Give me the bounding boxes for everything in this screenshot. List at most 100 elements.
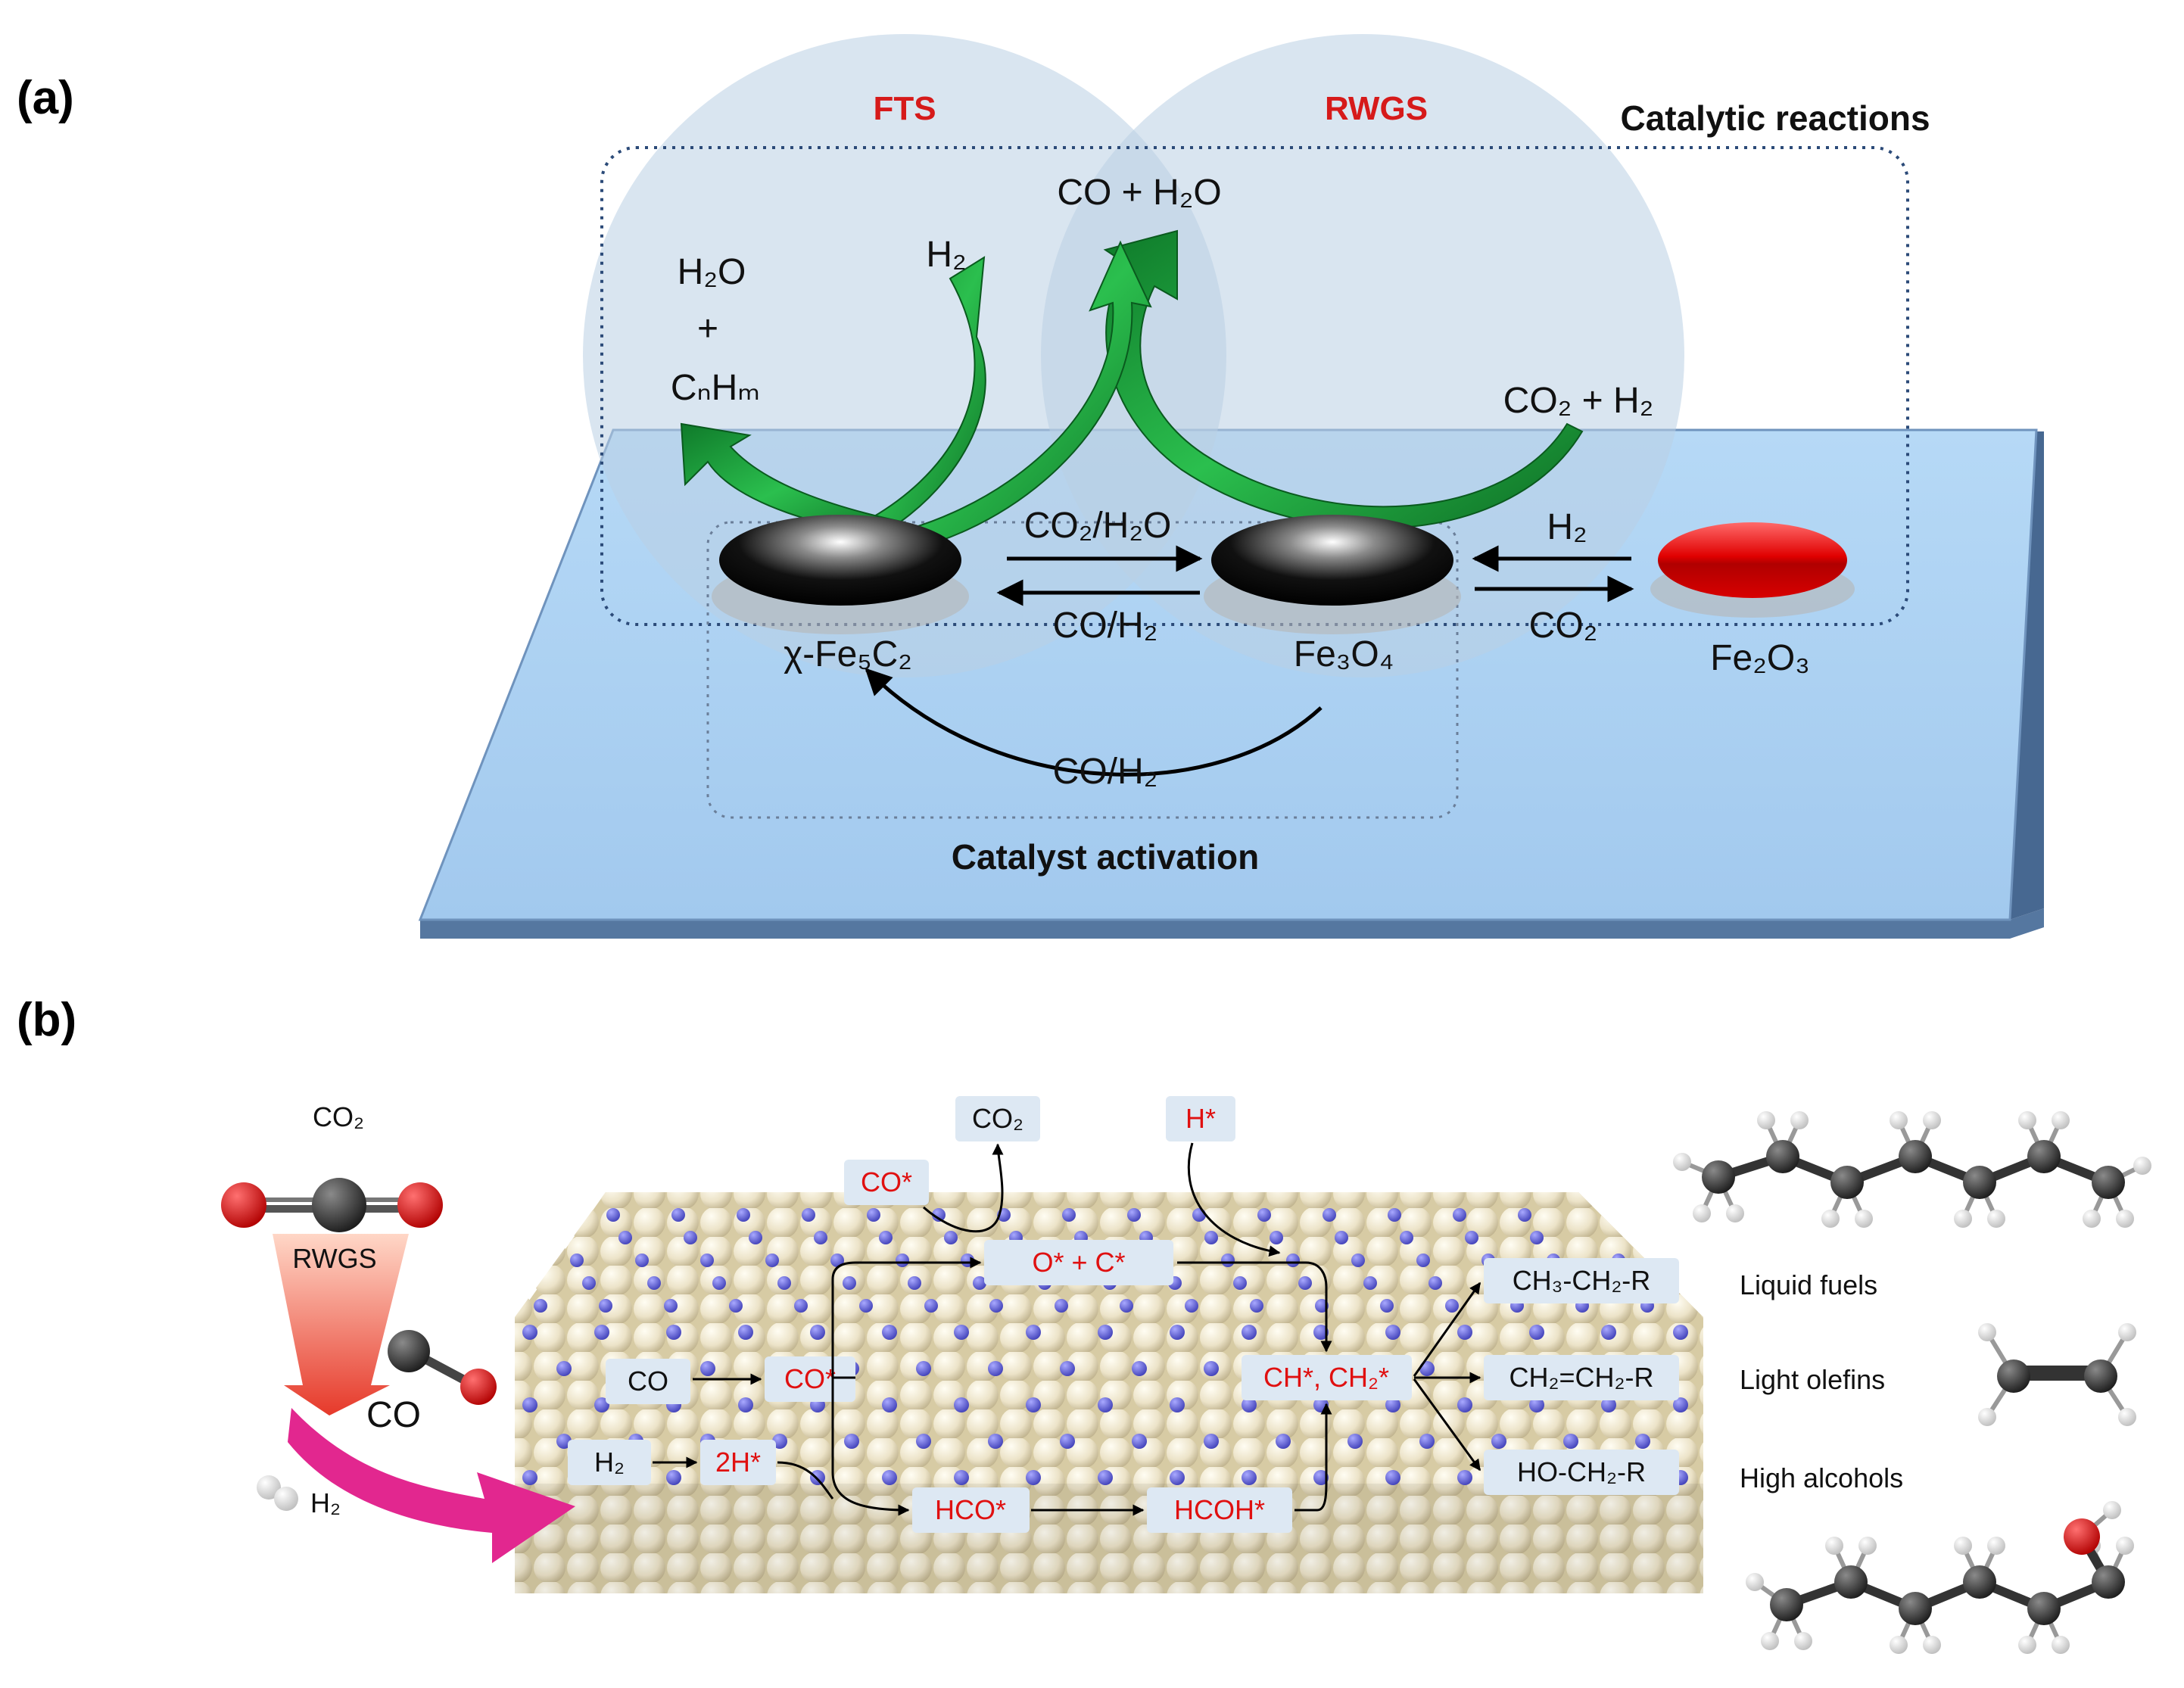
- hydrogen-atom: [1726, 1204, 1744, 1222]
- light-olefins-label: Light olefins: [1740, 1364, 1885, 1395]
- surface-atom: [802, 1208, 815, 1222]
- surface-atom: [1060, 1434, 1075, 1449]
- co-h2-bottom-label: CO/H₂: [1053, 752, 1158, 792]
- surface-atom: [1635, 1434, 1650, 1449]
- fe5c2-label: χ-Fe₅C₂: [784, 634, 912, 674]
- surface-atom: [810, 1470, 825, 1485]
- surface-atom: [729, 1299, 743, 1313]
- surface-atom: [1098, 1470, 1113, 1485]
- surface-atom: [1170, 1470, 1185, 1485]
- surface-atom: [1026, 1325, 1041, 1340]
- hydrogen-atom: [1693, 1204, 1711, 1222]
- surface-atom: [1385, 1397, 1400, 1412]
- product-1: CH₃-CH₂-R: [1513, 1265, 1651, 1296]
- hydrogen-atom: [1794, 1632, 1812, 1650]
- hydrogen-atom: [2133, 1157, 2151, 1175]
- surface-atom: [810, 1325, 825, 1340]
- surface-atom: [1204, 1434, 1219, 1449]
- surface-atom: [664, 1299, 678, 1313]
- liquid-fuels-label: Liquid fuels: [1740, 1269, 1877, 1300]
- fe5c2-particle: [719, 515, 961, 606]
- high-alcohols-label: High alcohols: [1740, 1462, 1903, 1493]
- surface-atom: [1457, 1470, 1472, 1485]
- box-hco: HCO*: [935, 1494, 1006, 1525]
- surface-atom: [1457, 1397, 1472, 1412]
- hydrogen-atom: [1890, 1636, 1908, 1654]
- fts-label: FTS: [873, 90, 936, 127]
- surface-atom: [1204, 1361, 1219, 1376]
- co2-right-label: CO₂: [1529, 606, 1598, 646]
- surface-atom: [867, 1208, 880, 1222]
- surface-atom: [1060, 1361, 1075, 1376]
- hydrogen-atom: [2118, 1408, 2136, 1426]
- panel-b-label: (b): [17, 994, 76, 1046]
- arrow-fe3o4-to-fe5c2-bottom: [865, 668, 1323, 777]
- surface-atom: [1400, 1231, 1413, 1244]
- surface-atom: [1601, 1325, 1616, 1340]
- box-h-star: H*: [1185, 1103, 1216, 1134]
- surface-atom: [882, 1325, 897, 1340]
- carbon-atom: [2027, 1140, 2061, 1173]
- surface-atom: [1192, 1208, 1206, 1222]
- alcohol-molecule-icon: [1746, 1501, 2134, 1654]
- catalyst-activation-label: Catalyst activation: [952, 837, 1259, 877]
- surface-atom: [1170, 1397, 1185, 1412]
- h2-right-label: H₂: [1547, 507, 1587, 547]
- box-ch: CH*, CH₂*: [1263, 1362, 1389, 1393]
- rwgs-side-label: RWGS: [292, 1243, 376, 1274]
- box-co-star-top: CO*: [861, 1166, 912, 1197]
- h2-molecule-icon: [257, 1475, 298, 1511]
- surface-atom: [749, 1231, 762, 1244]
- hydrogen-atom: [2052, 1111, 2070, 1129]
- surface-atom: [1465, 1231, 1478, 1244]
- surface-atom: [954, 1397, 969, 1412]
- box-2h: 2H*: [715, 1447, 761, 1478]
- surface-atom: [1242, 1397, 1257, 1412]
- surface-atom: [712, 1276, 726, 1290]
- surface-atom: [522, 1397, 537, 1412]
- hydrogen-atom: [2083, 1210, 2101, 1228]
- surface-atom: [1221, 1254, 1235, 1267]
- surface-atom: [1347, 1434, 1363, 1449]
- hydrogen-atom: [1757, 1111, 1775, 1129]
- surface-atom: [1055, 1299, 1068, 1313]
- surface-atom: [737, 1208, 750, 1222]
- surface-atom: [1242, 1325, 1257, 1340]
- rwgs-label: RWGS: [1325, 90, 1428, 127]
- surface-atom: [1323, 1208, 1336, 1222]
- surface-atom: [1257, 1208, 1271, 1222]
- fe2o3-particle: [1658, 522, 1847, 598]
- surface-atom: [1518, 1208, 1531, 1222]
- surface-atom: [1098, 1397, 1113, 1412]
- surface-atom: [896, 1254, 909, 1267]
- surface-atom: [570, 1254, 584, 1267]
- box-o-c: O* + C*: [1032, 1247, 1125, 1278]
- surface-atom: [1276, 1434, 1291, 1449]
- surface-atom: [830, 1254, 844, 1267]
- surface-atom: [879, 1231, 893, 1244]
- surface-atom: [684, 1231, 697, 1244]
- surface-atom: [1098, 1325, 1113, 1340]
- surface-atom: [606, 1208, 620, 1222]
- surface-atom: [556, 1361, 572, 1376]
- co2-molecule-label: CO₂: [313, 1101, 364, 1132]
- olefin-molecule-icon: [1978, 1323, 2136, 1426]
- surface-atom: [599, 1299, 612, 1313]
- surface-atom: [882, 1397, 897, 1412]
- surface-atom: [924, 1299, 938, 1313]
- liquid-fuel-molecule-icon: [1673, 1111, 2151, 1228]
- hydrogen-atom: [1825, 1537, 1843, 1555]
- surface-atom: [1445, 1299, 1459, 1313]
- surface-atom: [1563, 1434, 1578, 1449]
- box-h2: H₂: [594, 1447, 625, 1478]
- hydrogen-atom: [2116, 1210, 2134, 1228]
- surface-atom: [1026, 1397, 1041, 1412]
- box-hcoh: HCOH*: [1174, 1494, 1265, 1525]
- surface-atom: [1170, 1325, 1185, 1340]
- carbon-atom: [1963, 1565, 1996, 1599]
- catalyst-activation-box: [706, 521, 1459, 819]
- surface-atom: [1335, 1231, 1348, 1244]
- fe3o4-particle: [1211, 515, 1453, 606]
- hydrogen-atom: [1790, 1111, 1809, 1129]
